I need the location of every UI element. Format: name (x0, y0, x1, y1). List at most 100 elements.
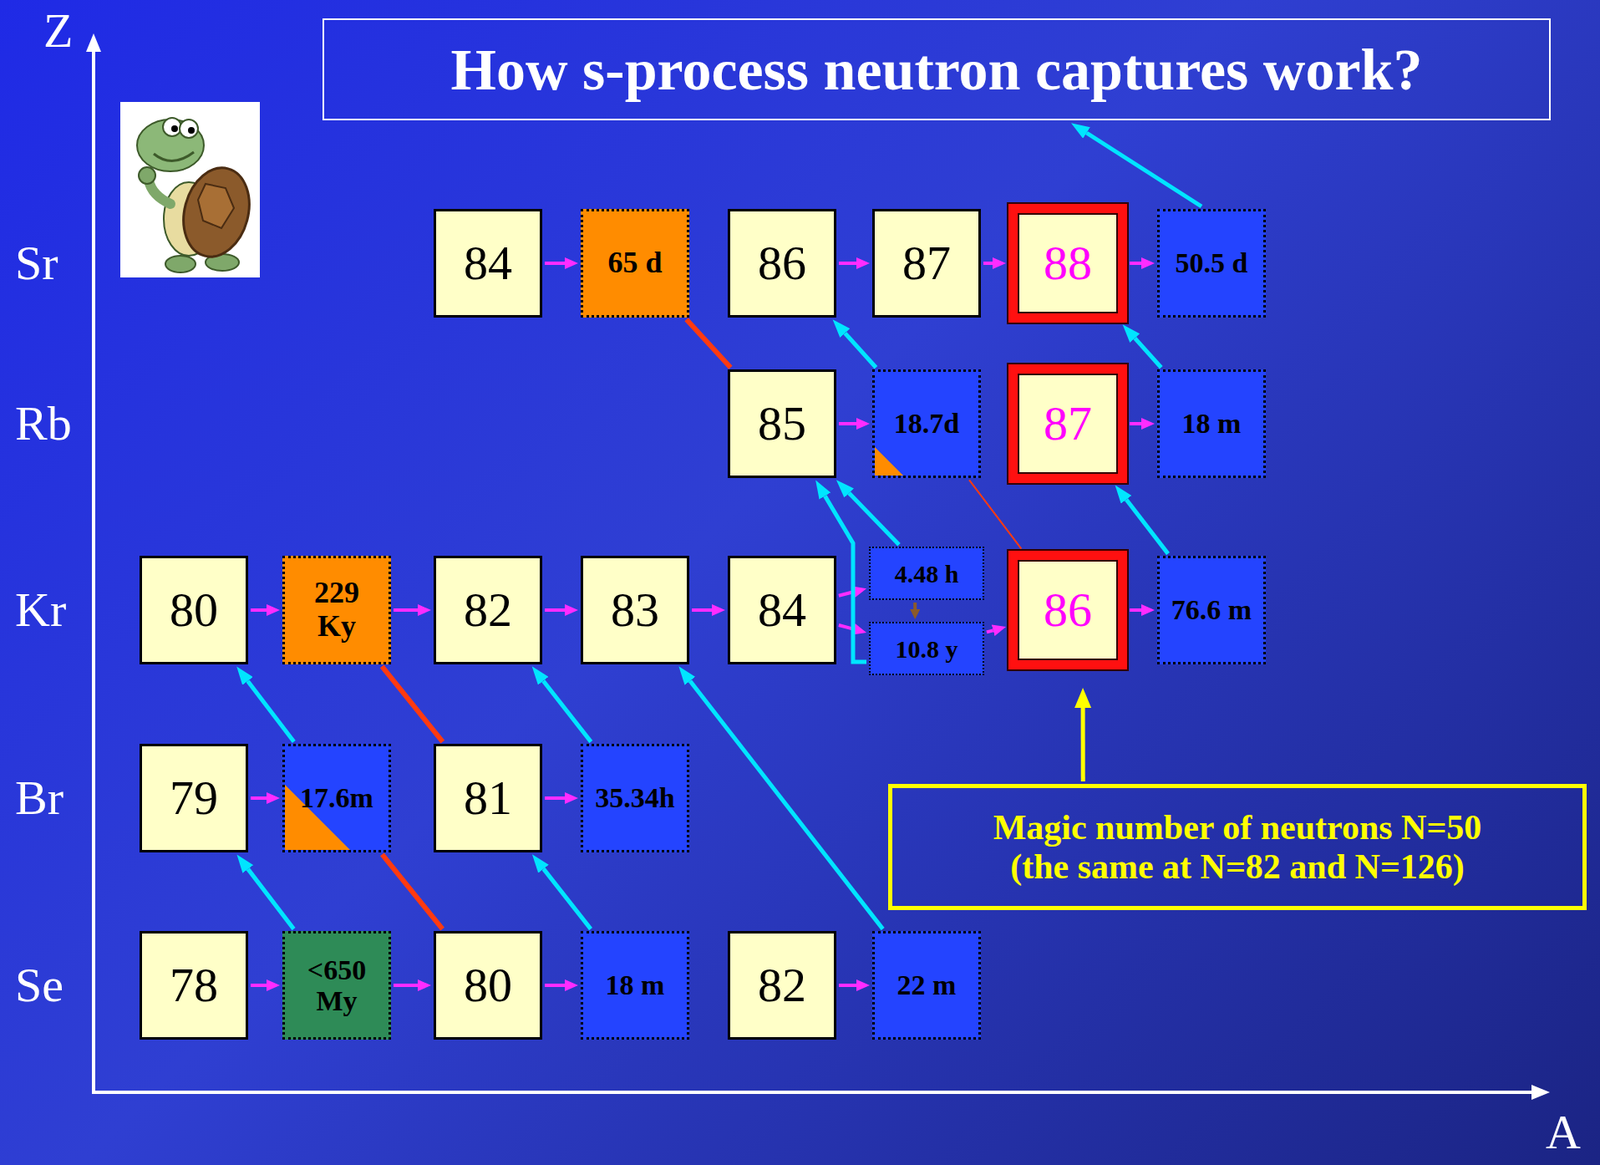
stable-isotope-box: 79 (139, 743, 249, 853)
neutron-capture-arrow (250, 796, 267, 800)
neutron-capture-arrow (393, 983, 418, 987)
mass-number: 80 (169, 583, 219, 637)
half-life: 50.5 d (1175, 247, 1249, 279)
neutron-capture-arrow (250, 608, 267, 612)
stable-isotope-box: 81 (433, 743, 543, 853)
title-box: How s-process neutron captures work? (322, 18, 1551, 121)
turtle-illustration (120, 101, 260, 278)
element-symbol: Sr (15, 238, 59, 288)
half-life: 76.6 m (1171, 594, 1252, 625)
half-life: 18.7d (893, 407, 960, 439)
beta-decay-arrow (248, 868, 295, 930)
short-lived-isotope-box: 18 m (1157, 369, 1266, 478)
isomer-box: 10.8 y (868, 621, 985, 676)
beta-decay-arrow (848, 492, 900, 545)
neutron-capture-arrow (250, 983, 267, 987)
short-lived-isotope-box: 35.34h (580, 743, 690, 853)
stable-isotope-box: 87 (872, 208, 981, 318)
mass-number: 81 (463, 771, 513, 825)
short-lived-isotope-box: 18 m (580, 930, 690, 1040)
half-life: 18 m (1182, 407, 1242, 439)
half-life: <650 My (302, 954, 371, 1017)
neutron-capture-arrow (393, 608, 418, 612)
short-lived-isotope-box: 17.6m (282, 743, 392, 853)
mass-number: 84 (463, 236, 513, 290)
beta-decay-arrow (543, 868, 592, 930)
electron-capture-line (381, 665, 443, 742)
neutron-capture-arrow (1129, 608, 1142, 612)
neutron-capture-arrow (544, 608, 565, 612)
beta-decay-arrow (543, 680, 591, 742)
mass-number: 88 (1043, 236, 1093, 290)
mass-number: 83 (610, 583, 660, 637)
z-axis (91, 51, 96, 1094)
electron-capture-line (381, 853, 442, 929)
ec-branch-mark (874, 446, 904, 476)
long-lived-isotope-box: <650 My (282, 930, 392, 1040)
element-symbol: Rb (15, 399, 72, 448)
callout-text: (the same at N=82 and N=126) (1010, 847, 1465, 886)
mass-number: 80 (463, 958, 513, 1012)
beta-decay-arrow (1134, 338, 1161, 368)
mass-number: 85 (757, 396, 807, 451)
mass-number: 82 (463, 583, 513, 637)
long-lived-isotope-box: 229 Ky (282, 555, 392, 665)
stable-isotope-box: 84 (433, 208, 543, 318)
half-life: 229 Ky (303, 576, 371, 643)
beta-decay-arrow (844, 333, 876, 368)
short-lived-isotope-box: 18.7d (872, 369, 981, 478)
ec-branch-mark (874, 446, 904, 476)
neutron-capture-arrow (544, 983, 565, 987)
beta-decay-arrow (248, 680, 295, 742)
stable-isotope-box: 82 (433, 555, 543, 665)
half-life: 65 d (607, 246, 662, 280)
neutron-capture-arrow (986, 629, 994, 632)
callout-box: Magic number of neutrons N=50(the same a… (888, 783, 1587, 910)
isomeric-transition-arrow (913, 602, 917, 610)
electron-capture-line (969, 479, 1021, 549)
half-life: 35.34h (594, 782, 675, 813)
neutron-capture-arrow (983, 261, 993, 265)
neutron-capture-arrow (838, 261, 857, 265)
half-life: 17.6m (299, 782, 374, 813)
half-life: 18 m (605, 969, 666, 1001)
electron-capture-line (686, 319, 732, 368)
stable-isotope-box: 80 (139, 555, 249, 665)
mass-number: 87 (1043, 396, 1093, 451)
magic-isotope-box: 86 (1008, 550, 1128, 670)
mass-number: 78 (169, 958, 219, 1012)
short-lived-isotope-box: 50.5 d (1157, 208, 1266, 318)
mass-number: 86 (1043, 583, 1093, 637)
stable-isotope-box: 86 (727, 208, 837, 318)
axis-label: A (1545, 1107, 1581, 1157)
beta-decay-arrow (690, 680, 884, 930)
neutron-capture-arrow (544, 261, 565, 265)
mass-number: 86 (757, 236, 807, 290)
stable-isotope-box: 80 (433, 930, 543, 1040)
callout-arrow (1081, 707, 1086, 782)
short-lived-isotope-box: 22 m (872, 930, 981, 1040)
axis-label: Z (43, 6, 73, 56)
title-text: How s-process neutron captures work? (451, 37, 1423, 102)
mass-number: 84 (757, 583, 807, 637)
decay-arrow (1086, 132, 1203, 207)
neutron-capture-arrow (838, 421, 857, 426)
neutron-capture-arrow (691, 608, 712, 612)
stable-isotope-box: 84 (727, 555, 837, 665)
half-life: 22 m (897, 969, 957, 1001)
neutron-capture-arrow (544, 796, 565, 800)
magic-isotope-box: 88 (1008, 203, 1128, 323)
magic-isotope-box: 87 (1008, 364, 1128, 483)
neutron-capture-arrow (1129, 261, 1142, 265)
stable-isotope-box: 83 (580, 555, 690, 665)
half-life: 10.8 y (895, 634, 959, 663)
callout-text: Magic number of neutrons N=50 (993, 807, 1483, 847)
element-symbol: Br (15, 773, 64, 823)
element-symbol: Kr (15, 585, 67, 635)
short-lived-isotope-box: 76.6 m (1157, 555, 1266, 665)
isomer-box: 4.48 h (868, 546, 985, 600)
beta-decay-arrow (1126, 499, 1169, 554)
long-lived-isotope-box: 65 d (580, 208, 690, 318)
stable-isotope-box: 85 (727, 369, 837, 478)
